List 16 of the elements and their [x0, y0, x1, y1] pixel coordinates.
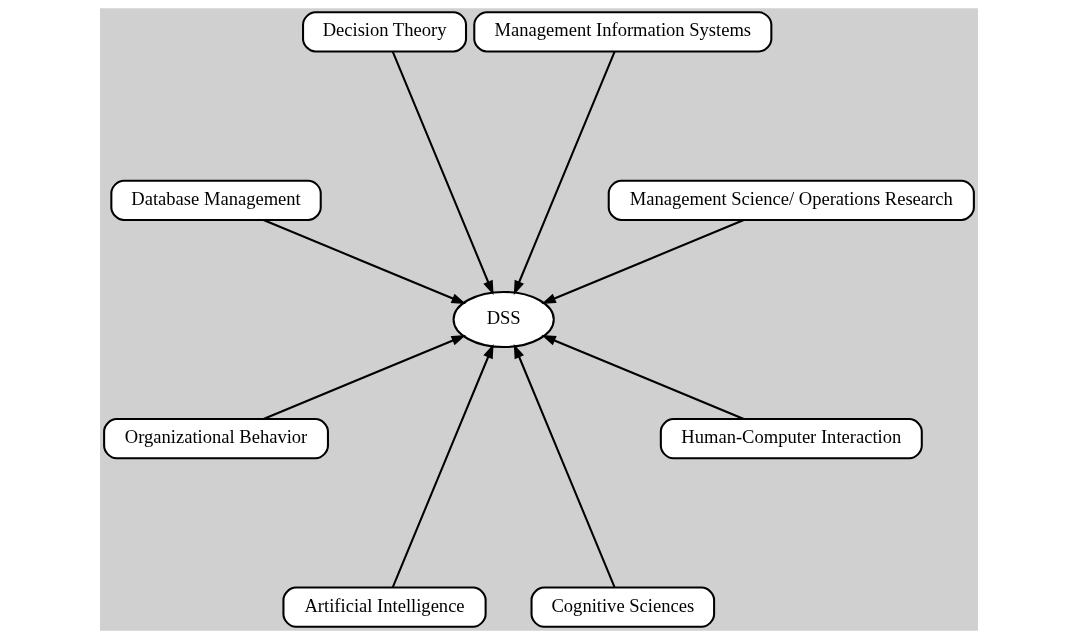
node-box: Artificial Intelligence	[281, 586, 487, 628]
node-box: Cognitive Sciences	[530, 586, 715, 628]
arrow	[540, 219, 744, 304]
node-box: Management Science/ Operations Research	[607, 179, 975, 221]
arrow	[513, 51, 616, 296]
arrow	[513, 343, 616, 588]
arrow	[391, 51, 494, 296]
node-box: Organizational Behavior	[102, 418, 329, 460]
node-box: Database Management	[109, 179, 322, 221]
node-box: Management Information Systems	[472, 11, 772, 53]
node-box: Human-Computer Interaction	[659, 418, 923, 460]
arrow	[262, 219, 466, 304]
arrow	[391, 343, 494, 588]
node-box: Decision Theory	[301, 11, 467, 53]
arrow	[540, 335, 744, 420]
arrow	[262, 335, 466, 420]
